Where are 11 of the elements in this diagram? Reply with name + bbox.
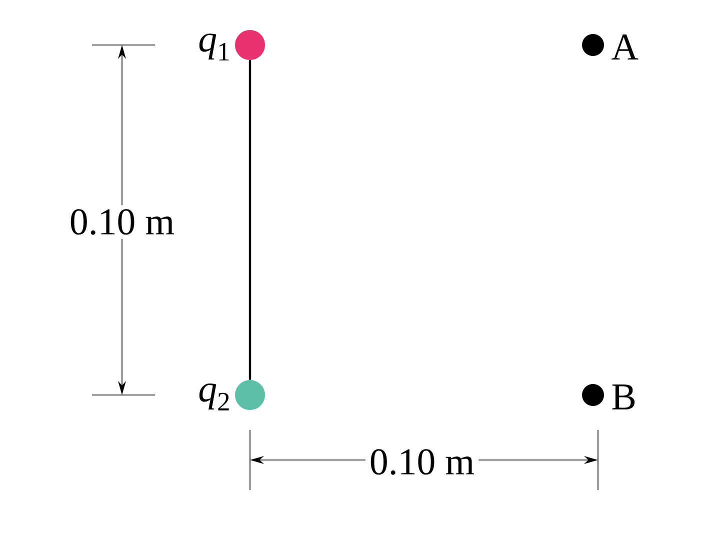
charge-dot xyxy=(582,34,604,56)
rod xyxy=(248,60,252,380)
charge-label: q$_{2}$ xyxy=(199,384,229,410)
charge-label: A xyxy=(612,34,638,60)
charge-label: B xyxy=(612,384,635,410)
dimension-label: 0.10 m xyxy=(365,445,479,479)
charge-dot xyxy=(235,30,265,60)
charge-dot xyxy=(582,384,604,406)
charge-dot xyxy=(235,380,265,410)
dimension-label: 0.10 m xyxy=(65,205,179,239)
charge-label: q$_{1}$ xyxy=(199,34,229,60)
